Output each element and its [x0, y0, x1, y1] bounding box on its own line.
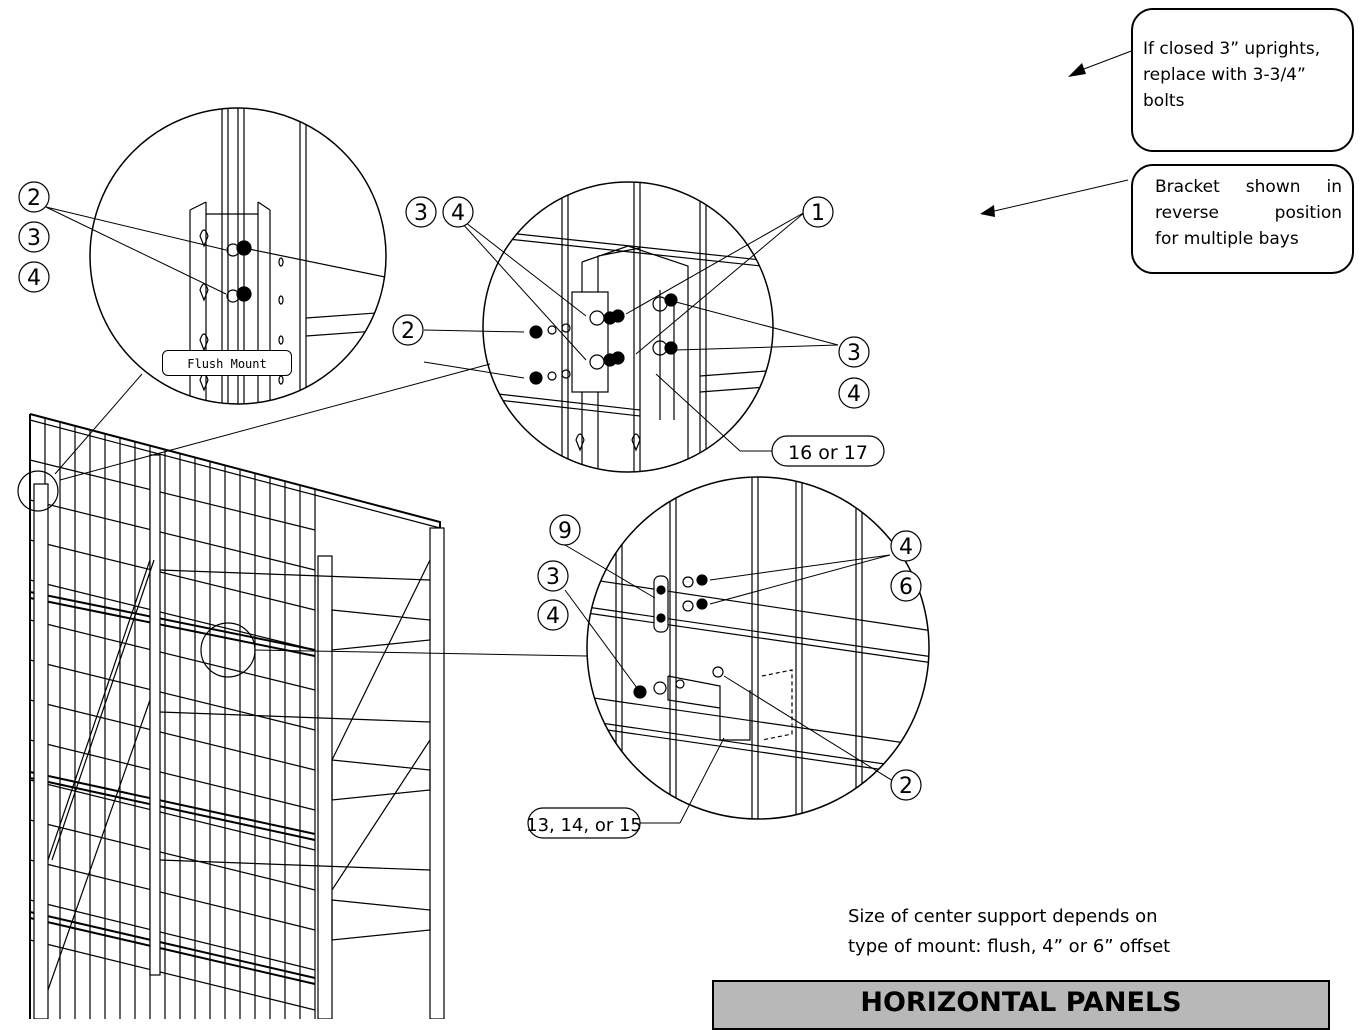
callout-4-bottom-right: 4: [899, 535, 913, 560]
callout-4-top-right: 4: [847, 382, 861, 407]
note-line: for multiple bays: [1155, 229, 1299, 249]
center-support-note: Size of center support depends on type o…: [848, 902, 1170, 962]
callout-numbers: 2 3 4 3 4 2 1 3 4 16 or 17 9 3 4 4 6 2 1…: [27, 186, 913, 836]
title-bar: HORIZONTAL PANELS: [712, 980, 1330, 1030]
callout-1-top: 1: [811, 201, 825, 226]
note-line: replace with 3-3/4”: [1143, 65, 1306, 85]
callout-4-top: 4: [451, 201, 465, 226]
top-bracket-detail: [482, 181, 774, 473]
callout-9: 9: [558, 519, 572, 544]
rack-assembly: [17, 413, 445, 1019]
note-line: Bracket shown in: [1155, 177, 1342, 197]
flush-mount-label: Flush Mount: [162, 350, 292, 376]
page-title: HORIZONTAL PANELS: [860, 987, 1182, 1018]
closed-uprights-note: If closed 3” uprights, replace with 3-3/…: [1131, 8, 1354, 152]
callout-2-left: 2: [27, 186, 41, 211]
note-line: If closed 3” uprights,: [1143, 39, 1321, 59]
callout-3-top: 3: [414, 201, 428, 226]
callout-3-top-right: 3: [847, 341, 861, 366]
flush-mount-detail: [89, 107, 387, 405]
note-line: Size of center support depends on: [848, 906, 1158, 927]
callout-2-top: 2: [401, 319, 415, 344]
callout-2-bottom: 2: [899, 774, 913, 799]
center-support-detail: [586, 476, 930, 820]
bracket-reverse-note: Bracket shown in reverse position for mu…: [1131, 164, 1354, 274]
callout-balloons: [18, 181, 922, 839]
callout-3-bottom: 3: [546, 565, 560, 590]
note-line: bolts: [1143, 91, 1185, 111]
callout-4-left: 4: [27, 266, 41, 291]
callout-4-bottom: 4: [546, 604, 560, 629]
arrowheads: [980, 63, 1086, 217]
callout-6-bottom-right: 6: [899, 575, 913, 600]
callout-part-16-17: 16 or 17: [788, 442, 868, 464]
note-line: reverse position: [1155, 203, 1342, 223]
callout-3-left: 3: [27, 226, 41, 251]
note-line: type of mount: flush, 4” or 6” offset: [848, 936, 1171, 957]
callout-part-13-15: 13, 14, or 15: [526, 815, 642, 836]
leader-lines: [45, 49, 1135, 824]
